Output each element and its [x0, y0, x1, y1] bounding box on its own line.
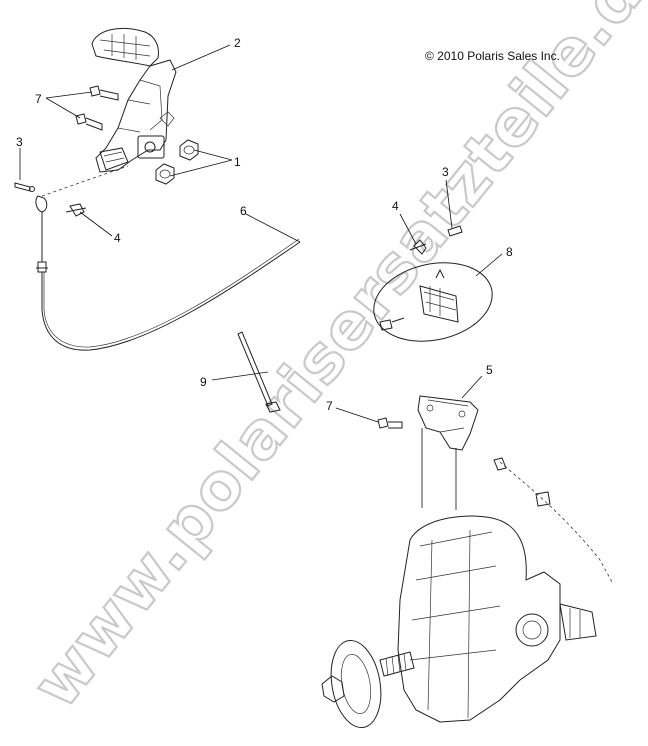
callout-6: 6: [240, 204, 247, 218]
bolt-middle: [377, 417, 403, 429]
callout-2: 2: [234, 36, 241, 50]
callout-4-left: 4: [114, 231, 121, 245]
callout-7-middle: 7: [326, 399, 333, 413]
bolt-upper: [89, 85, 119, 101]
brake-lever-assembly: [91, 27, 177, 173]
copyright-notice: © 2010 Polaris Sales Inc.: [425, 49, 560, 63]
leader-lines: [19, 44, 503, 423]
callout-5: 5: [486, 363, 493, 377]
callout-1: 1: [234, 155, 241, 169]
bolt-lower: [75, 113, 103, 131]
callout-3-left: 3: [16, 135, 23, 149]
mounting-bracket: [417, 395, 479, 510]
callout-3-right: 3: [442, 165, 449, 179]
nut-lower: [155, 163, 175, 185]
callout-8: 8: [506, 245, 513, 259]
clevis-pin-left: [14, 182, 35, 192]
retaining-clip-right: [409, 239, 427, 255]
clevis-pin-right: [447, 225, 463, 237]
brake-cable: [35, 165, 301, 351]
transmission-assembly: [321, 457, 613, 729]
switch-assembly: [373, 262, 493, 342]
watermark: www.polarisersatzteile.de: [19, 0, 648, 722]
callout-4-right: 4: [392, 199, 399, 213]
callout-labels: 2 7 3 1 4 6 3 4 8 9 5 7: [16, 36, 513, 413]
callout-9: 9: [200, 375, 207, 389]
long-bolt: [237, 331, 281, 413]
callout-7-upper: 7: [35, 92, 42, 106]
retaining-clip-left: [65, 203, 87, 217]
